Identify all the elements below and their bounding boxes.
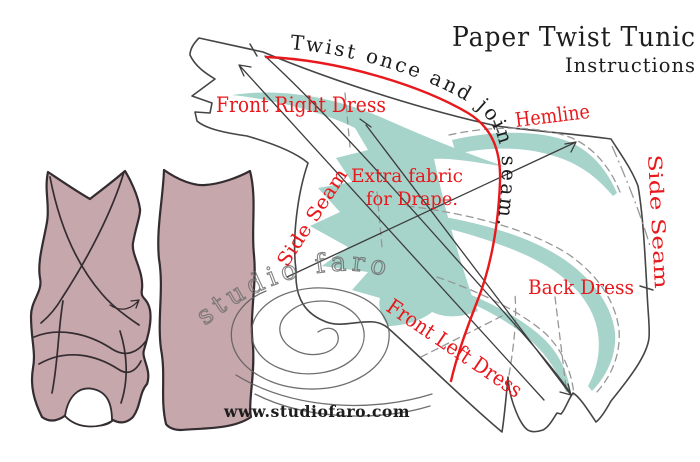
twist-fold-line [38, 353, 142, 374]
drape-shading [232, 92, 617, 393]
spiral-tail-arc [235, 374, 433, 407]
front-dress-silhouette [29, 169, 152, 427]
notch-tick [639, 285, 654, 291]
drape-area-center [232, 92, 506, 327]
drape-fold-line [40, 171, 125, 324]
page-title: Paper Twist Tunic [452, 22, 696, 53]
twist-fold-line [33, 331, 147, 355]
seam-allowance-dashed [420, 314, 505, 358]
page-subtitle: Instructions [565, 54, 696, 77]
center-front-line [264, 55, 570, 392]
seam-allowance-dashed [344, 92, 351, 148]
extra-fabric-label-line2: for Drape. [366, 188, 458, 210]
seam-allowance-dashed [436, 276, 575, 396]
grainlines [238, 55, 577, 401]
drape-fold-line [49, 176, 140, 326]
front-right-dress-label: Front Right Dress [216, 93, 386, 117]
back-dress-illustration [157, 168, 256, 432]
notch-tick [493, 120, 500, 135]
twist-direction-arrow [109, 299, 140, 310]
grainline-arrow [286, 141, 577, 278]
notch-tick [249, 43, 258, 57]
front-dress-illustration [29, 169, 152, 428]
seam-allowance-dashed [554, 296, 567, 388]
seam-allowance-dashdot [611, 145, 651, 247]
website-text: www.studiofaro.com [223, 402, 410, 421]
grainline-arrow [359, 118, 572, 396]
seam-allowance-dashed [508, 294, 517, 376]
spiral-tail-arc [254, 393, 431, 417]
hem-opening [64, 387, 113, 428]
spiral-line [230, 287, 390, 390]
seam-allowance-dashed [448, 127, 621, 193]
red-seam-curve [264, 55, 502, 383]
back-dress-silhouette [157, 168, 256, 432]
drape-band-lower [436, 282, 571, 393]
extra-fabric-label-line1: Extra fabric [351, 165, 463, 187]
skirt-fold-line [119, 330, 128, 404]
drape-band-top-right [452, 132, 617, 196]
back-dress-label: Back Dress [528, 275, 634, 299]
spiral-doodle [230, 287, 433, 417]
drape-band-middle [410, 212, 616, 391]
skirt-fold-line [51, 300, 64, 394]
seam-allowance-dashed [406, 205, 620, 394]
hemline-label: Hemline [514, 99, 591, 132]
grainline-arrow [238, 64, 545, 401]
side-seam-right-label: Side Seam [643, 154, 672, 289]
